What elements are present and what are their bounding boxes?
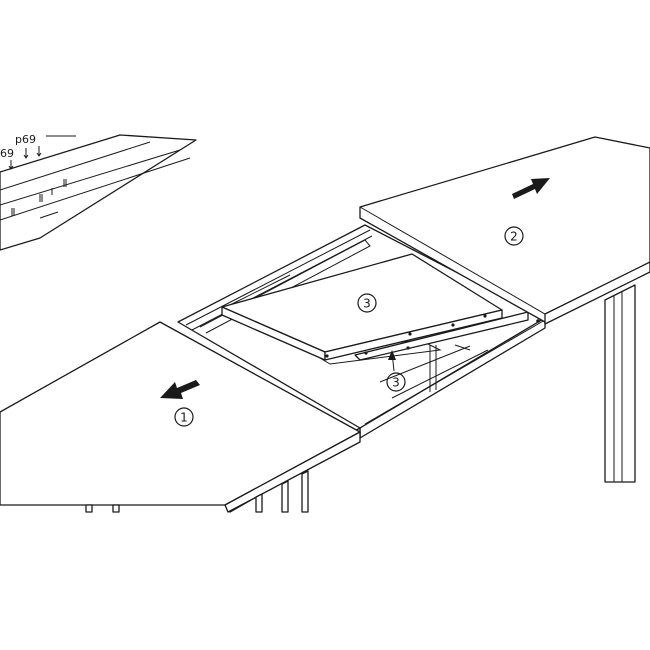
screw-icon xyxy=(325,354,329,358)
pointer-arrow-icon xyxy=(388,350,396,360)
screw-icon xyxy=(536,319,540,323)
support-callout: 3 xyxy=(386,350,406,392)
leaf-step-marker xyxy=(357,293,377,313)
arrow-left-icon xyxy=(160,380,200,399)
screw-icon xyxy=(8,146,67,216)
screw-icon xyxy=(364,351,368,355)
inset-detail: p69 69 xyxy=(0,133,197,251)
inset-code-b: 69 xyxy=(0,147,14,160)
inset-code-a: p69 xyxy=(15,133,36,146)
support-step-marker xyxy=(386,372,406,392)
right-tabletop: 2 xyxy=(359,136,650,325)
screw-icon xyxy=(406,346,410,350)
right-leg xyxy=(604,284,636,483)
screw-icon xyxy=(408,332,412,336)
leaf-step-number: 3 xyxy=(363,297,371,311)
right-step-marker xyxy=(504,226,524,246)
left-step-marker xyxy=(174,407,194,427)
support-step-number: 3 xyxy=(392,376,400,390)
arrow-right-icon xyxy=(512,178,550,199)
right-step-number: 2 xyxy=(510,230,518,244)
left-step-number: 1 xyxy=(180,411,188,425)
screw-icon xyxy=(451,323,455,327)
left-tabletop: 1 xyxy=(0,321,361,513)
extension-leaf: 3 xyxy=(221,246,529,361)
screw-icon xyxy=(483,314,487,318)
